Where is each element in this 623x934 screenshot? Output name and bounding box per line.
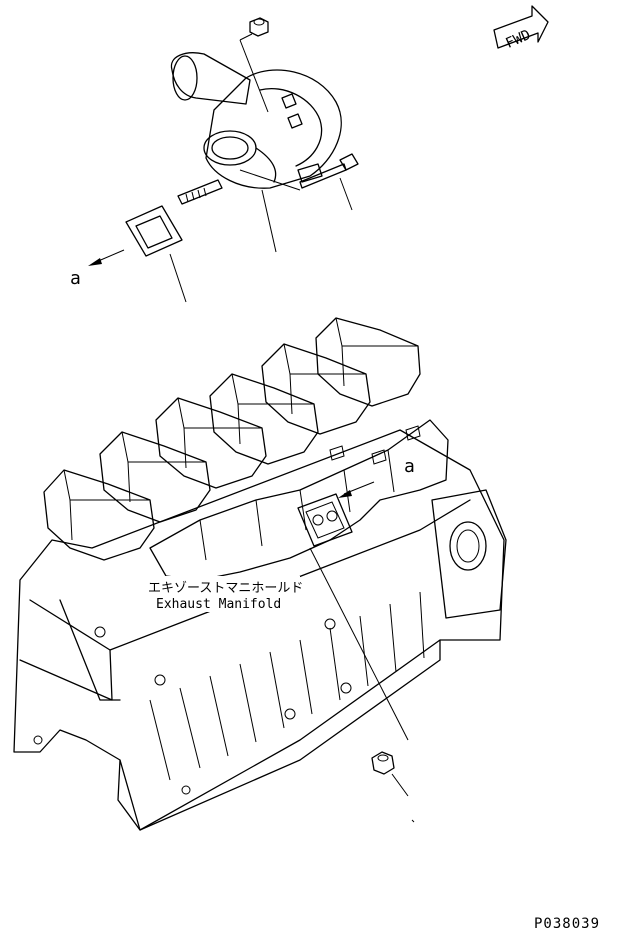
- part-label-group: エキゾーストマニホールド Exhaust Manifold: [144, 576, 303, 612]
- part-label-jp: エキゾーストマニホールド: [148, 581, 303, 596]
- fwd-label: FWD: [503, 27, 533, 52]
- turbocharger: [170, 52, 342, 191]
- gasket: [125, 205, 187, 303]
- head-3: [155, 397, 267, 489]
- ref-arrow-top: a: [70, 249, 125, 289]
- engine-block: [13, 429, 507, 831]
- head-5: [261, 343, 371, 435]
- ref-a-top: a: [70, 268, 81, 289]
- head-4: [209, 373, 319, 465]
- head-2: [99, 431, 211, 523]
- head-6: [315, 317, 421, 407]
- head-1: [43, 469, 155, 561]
- part-label-en: Exhaust Manifold: [156, 597, 281, 612]
- ref-a-bottom: a: [404, 456, 415, 477]
- nut-bottom: [371, 751, 415, 823]
- nut-top: [239, 17, 269, 113]
- manifold-leader: [309, 547, 409, 741]
- drawing-number: P038039: [534, 916, 600, 932]
- bolt: [299, 153, 359, 211]
- exhaust-manifold: [149, 419, 449, 581]
- stud: [177, 179, 223, 205]
- turbo-leader: [261, 189, 277, 253]
- ref-arrow-bottom: a: [338, 456, 415, 498]
- cylinder-heads: [43, 317, 421, 561]
- block-ribs: [149, 591, 425, 781]
- fwd-arrow-icon: FWD: [493, 5, 549, 52]
